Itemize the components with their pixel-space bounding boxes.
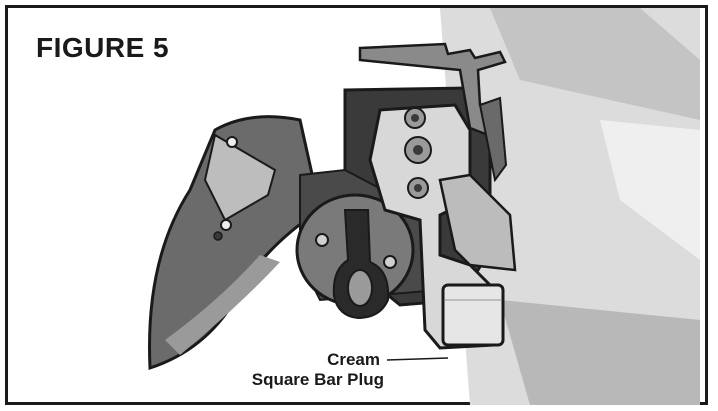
drum-hub-icon: [383, 255, 397, 269]
lever-slot: [347, 269, 373, 307]
figure-title: FIGURE 5: [36, 32, 170, 63]
wall-light-band: [600, 120, 700, 260]
support-arm: [438, 173, 517, 272]
screw-icon: [220, 219, 232, 231]
cream-square-bar-plug: [441, 283, 505, 347]
screw-icon: [213, 231, 223, 241]
callout-label-line2: Square Bar Plug: [251, 370, 384, 389]
callout-leader: [386, 357, 449, 361]
wall-clip: [358, 42, 507, 137]
screw-icon: [226, 136, 238, 148]
wall-lower-band: [500, 300, 700, 405]
bolt-icon: [413, 145, 423, 155]
bolt-icon: [411, 114, 419, 122]
bolt-icon: [414, 184, 422, 192]
drum-hub-icon: [315, 233, 329, 247]
wall-clip-edge: [478, 96, 508, 183]
end-cap-stripe: [165, 255, 280, 355]
end-cap-highlight: [203, 133, 277, 222]
wall-shadow-band: [490, 8, 700, 120]
callout-label-line1: Cream: [327, 350, 380, 369]
